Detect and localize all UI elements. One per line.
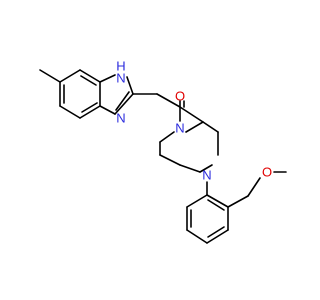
bond-line bbox=[99, 105, 116, 115]
bond-line bbox=[206, 194, 229, 208]
methoxy-oxygen-label: O bbox=[262, 165, 272, 180]
bond-line bbox=[202, 121, 219, 133]
bond-line bbox=[179, 164, 201, 173]
bond-line bbox=[199, 164, 213, 173]
bond-line bbox=[126, 76, 134, 95]
piperazine-nitrogen-4-label: N bbox=[202, 168, 211, 183]
bond-line bbox=[247, 177, 261, 197]
bond-line bbox=[156, 93, 181, 108]
carbonyl-oxygen-label: O bbox=[175, 89, 185, 104]
imidazole-nh-nitrogen-label: N bbox=[116, 71, 125, 86]
imidazole-nitrogen-label: N bbox=[116, 111, 125, 126]
bond-line bbox=[206, 229, 229, 244]
chemical-structure-diagram: H N N O N N O bbox=[39, 59, 287, 244]
bond-line bbox=[115, 91, 130, 111]
bond-line bbox=[81, 102, 98, 113]
atom-labels: H N N O N N O bbox=[116, 59, 272, 183]
bond-line bbox=[99, 74, 116, 83]
bond-line bbox=[79, 69, 101, 83]
piperazine-nitrogen-1-label: N bbox=[175, 121, 184, 136]
bond-line bbox=[179, 106, 204, 123]
bond-line bbox=[59, 105, 81, 119]
bond-line bbox=[186, 194, 208, 208]
bond-line bbox=[207, 226, 225, 238]
bond-line bbox=[39, 69, 61, 83]
bond-line bbox=[59, 69, 81, 83]
nh-hydrogen-label: H bbox=[116, 59, 125, 74]
bond-line bbox=[185, 121, 204, 133]
bond-line bbox=[207, 199, 225, 211]
bond-line bbox=[227, 195, 249, 208]
bond-line bbox=[159, 131, 175, 143]
bond-line bbox=[79, 105, 101, 119]
bond-line bbox=[80, 75, 97, 86]
bond-line bbox=[114, 93, 134, 115]
bond-lines bbox=[39, 69, 287, 244]
bond-line bbox=[186, 229, 208, 244]
bond-line bbox=[159, 154, 181, 166]
